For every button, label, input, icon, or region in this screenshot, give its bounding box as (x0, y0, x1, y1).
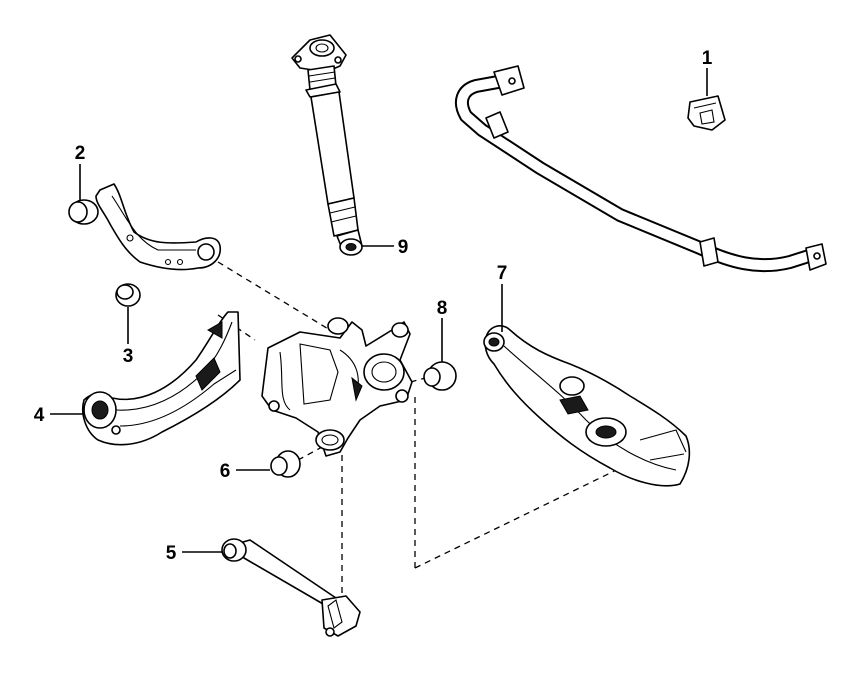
bushing-2 (68, 199, 99, 225)
callout-label-9: 9 (398, 237, 409, 258)
callout-label-7: 7 (497, 263, 508, 284)
bushing-6 (270, 450, 301, 478)
callout-label-4: 4 (34, 405, 45, 426)
callout-8: 8 (437, 298, 448, 362)
stabilizer-bar (454, 65, 827, 273)
bushing-3 (115, 283, 141, 307)
knuckle (261, 317, 413, 457)
callout-label-2: 2 (75, 143, 86, 164)
lower-control-arm (483, 325, 691, 487)
callout-3: 3 (123, 307, 134, 367)
shock-absorber (291, 34, 363, 256)
bushing-8 (423, 361, 457, 391)
callout-5: 5 (166, 543, 222, 564)
upper-control-arm (95, 183, 222, 271)
callout-6: 6 (220, 461, 270, 482)
callout-2: 2 (75, 143, 86, 200)
callout-7: 7 (497, 263, 508, 332)
callout-1: 1 (702, 48, 713, 96)
lateral-link (221, 538, 361, 637)
callout-label-1: 1 (702, 48, 713, 69)
callout-label-5: 5 (166, 543, 177, 564)
callout-label-6: 6 (220, 461, 231, 482)
callout-9: 9 (362, 237, 408, 258)
callout-label-3: 3 (123, 346, 134, 367)
callout-label-8: 8 (437, 298, 448, 319)
callout-4: 4 (34, 405, 84, 426)
stabilizer-bushing (687, 95, 726, 131)
trailing-arm (82, 311, 241, 446)
